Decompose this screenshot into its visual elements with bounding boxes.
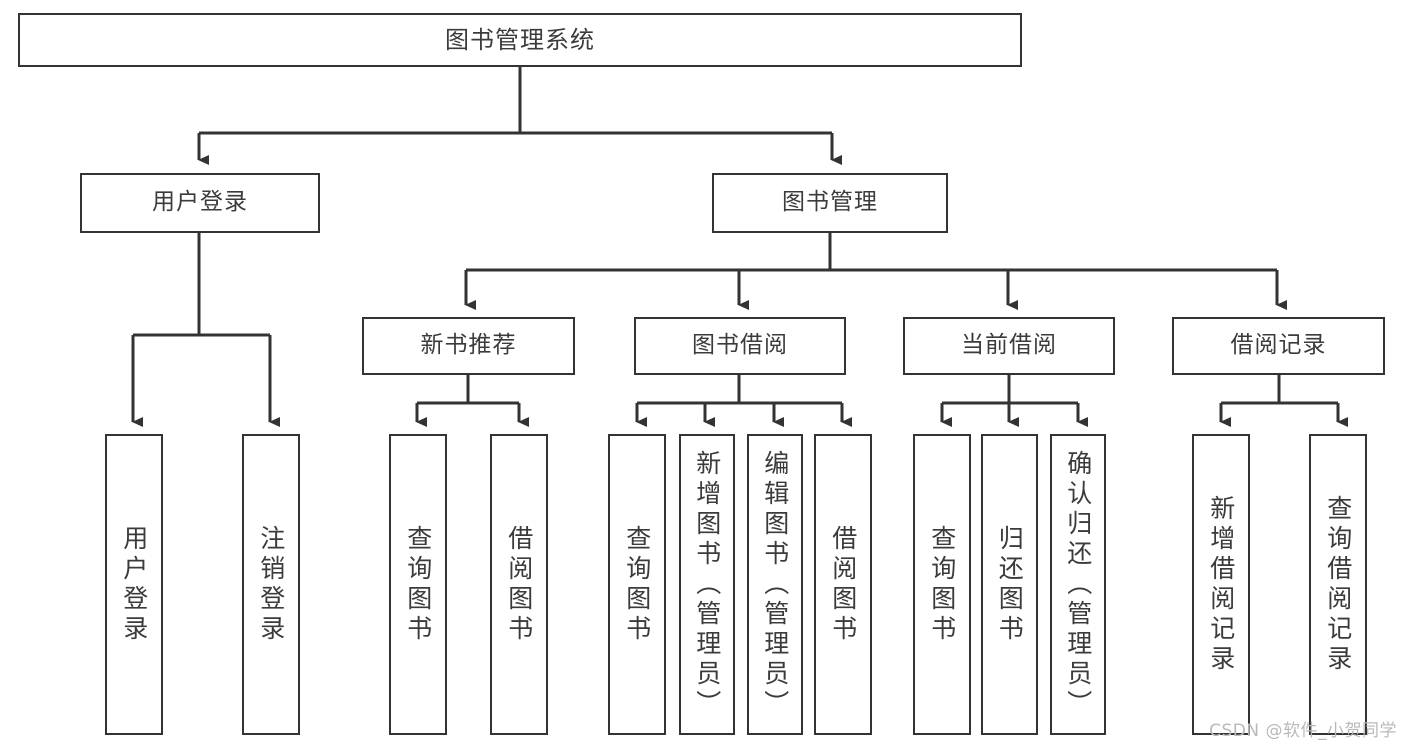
leaf-record-add[interactable]: 新增借阅记录 [1192, 434, 1250, 735]
leaf-current-confirm-return[interactable]: 确认归还（管理员） [1050, 434, 1106, 735]
leaf-user-logout[interactable]: 注销登录 [242, 434, 300, 735]
watermark: CSDN @软件_小贺同学 [1209, 721, 1397, 741]
node-label: 新书推荐 [420, 332, 517, 359]
node-label: 查询图书 [927, 524, 957, 645]
node-label: 图书借阅 [692, 332, 788, 359]
leaf-current-return-book[interactable]: 归还图书 [981, 434, 1038, 735]
node-label: 当前借阅 [961, 332, 1057, 359]
node-label: 图书管理系统 [445, 25, 595, 54]
node-book-management[interactable]: 图书管理 [712, 173, 948, 233]
leaf-borrow-edit-book[interactable]: 编辑图书（管理员） [747, 434, 803, 735]
leaf-new-book-query[interactable]: 查询图书 [389, 434, 447, 735]
node-label: 新增图书（管理员） [692, 449, 722, 720]
node-label: 图书管理 [782, 189, 878, 216]
leaf-borrow-query-book[interactable]: 查询图书 [608, 434, 666, 735]
node-label: 确认归还（管理员） [1063, 449, 1093, 720]
node-label: 归还图书 [995, 524, 1025, 645]
node-new-book-recommend[interactable]: 新书推荐 [362, 317, 575, 375]
leaf-record-query[interactable]: 查询借阅记录 [1309, 434, 1367, 735]
node-user-login[interactable]: 用户登录 [80, 173, 320, 233]
node-label: 借阅图书 [504, 524, 534, 645]
leaf-user-login[interactable]: 用户登录 [105, 434, 163, 735]
node-label: 用户登录 [152, 189, 248, 216]
leaf-borrow-borrow-book[interactable]: 借阅图书 [814, 434, 872, 735]
leaf-current-query-book[interactable]: 查询图书 [913, 434, 971, 735]
node-label: 新增借阅记录 [1206, 494, 1236, 675]
node-current-borrow[interactable]: 当前借阅 [903, 317, 1115, 375]
leaf-new-book-borrow[interactable]: 借阅图书 [490, 434, 548, 735]
node-label: 查询图书 [622, 524, 652, 645]
node-borrow-record[interactable]: 借阅记录 [1172, 317, 1385, 375]
node-book-borrow[interactable]: 图书借阅 [634, 317, 846, 375]
node-label: 借阅记录 [1230, 332, 1327, 359]
node-label: 编辑图书（管理员） [760, 449, 790, 720]
node-root-system[interactable]: 图书管理系统 [18, 13, 1022, 67]
node-label: 查询图书 [403, 524, 433, 645]
node-label: 查询借阅记录 [1323, 494, 1353, 675]
node-label: 用户登录 [119, 524, 149, 645]
node-label: 借阅图书 [828, 524, 858, 645]
leaf-borrow-add-book[interactable]: 新增图书（管理员） [679, 434, 735, 735]
node-label: 注销登录 [256, 524, 286, 645]
